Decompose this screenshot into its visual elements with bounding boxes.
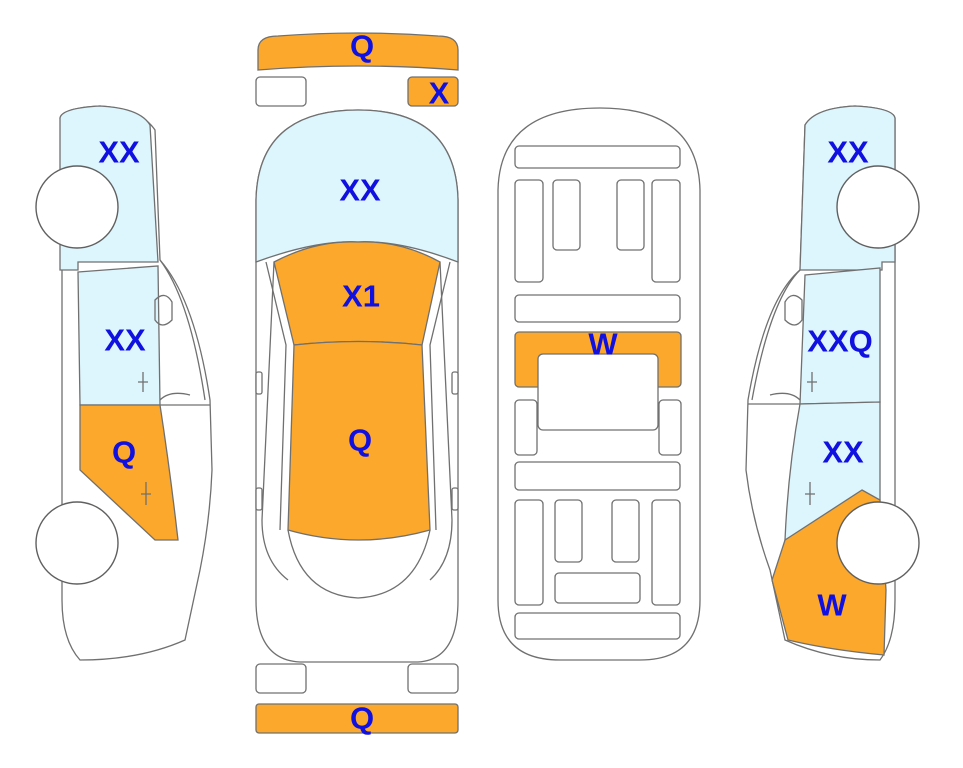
right-side-line	[429, 261, 453, 581]
front-right-fender-panel[interactable]	[407, 76, 459, 107]
left-rear-door-panel[interactable]	[79, 404, 179, 541]
left-rear-handle	[255, 487, 263, 511]
left-rear-door-label: Q	[112, 435, 136, 470]
rear-window	[287, 529, 431, 599]
right-front-wheel	[836, 165, 920, 249]
left-rear-wheel	[35, 501, 119, 585]
right-front-door-label: XXQ	[807, 324, 872, 359]
hood-label: XX	[339, 173, 381, 208]
rear-right-light[interactable]	[407, 663, 459, 694]
roof-front-label: X1	[342, 279, 380, 314]
front-left-light[interactable]	[255, 76, 307, 107]
interior-panel-label: W	[588, 327, 618, 362]
right-inner-line	[429, 261, 451, 531]
rear-section	[255, 663, 459, 734]
roof-rear-label: Q	[348, 423, 372, 458]
left-side-line	[261, 261, 289, 581]
left-front-wheel	[35, 165, 119, 249]
rear-left-light[interactable]	[255, 663, 307, 694]
left-front-door-label: XX	[104, 323, 146, 358]
front-bumper-panel[interactable]	[257, 32, 459, 71]
left-inner-line	[265, 261, 287, 531]
rear-bumper-panel[interactable]	[255, 703, 459, 734]
left-side-view	[35, 105, 213, 661]
right-front-fender-label: XX	[827, 135, 869, 170]
front-bumper-label: Q	[350, 29, 374, 64]
right-rear-quarter-label: W	[817, 588, 847, 623]
right-side-view	[745, 105, 920, 661]
chassis-view	[497, 107, 701, 661]
damage-labels: Q X XX X1 Q Q W XX XX Q XX XXQ XX W	[98, 29, 872, 736]
top-view	[255, 109, 459, 663]
left-front-fender-label: XX	[98, 135, 140, 170]
rear-bumper-label: Q	[350, 701, 374, 736]
front-section	[255, 32, 459, 107]
left-mirror	[255, 371, 263, 395]
right-rear-handle	[451, 487, 459, 511]
front-left-fender-label: X	[429, 76, 450, 111]
right-mirror	[451, 371, 459, 395]
right-rear-door-label: XX	[822, 435, 864, 470]
right-rear-wheel	[836, 501, 920, 585]
